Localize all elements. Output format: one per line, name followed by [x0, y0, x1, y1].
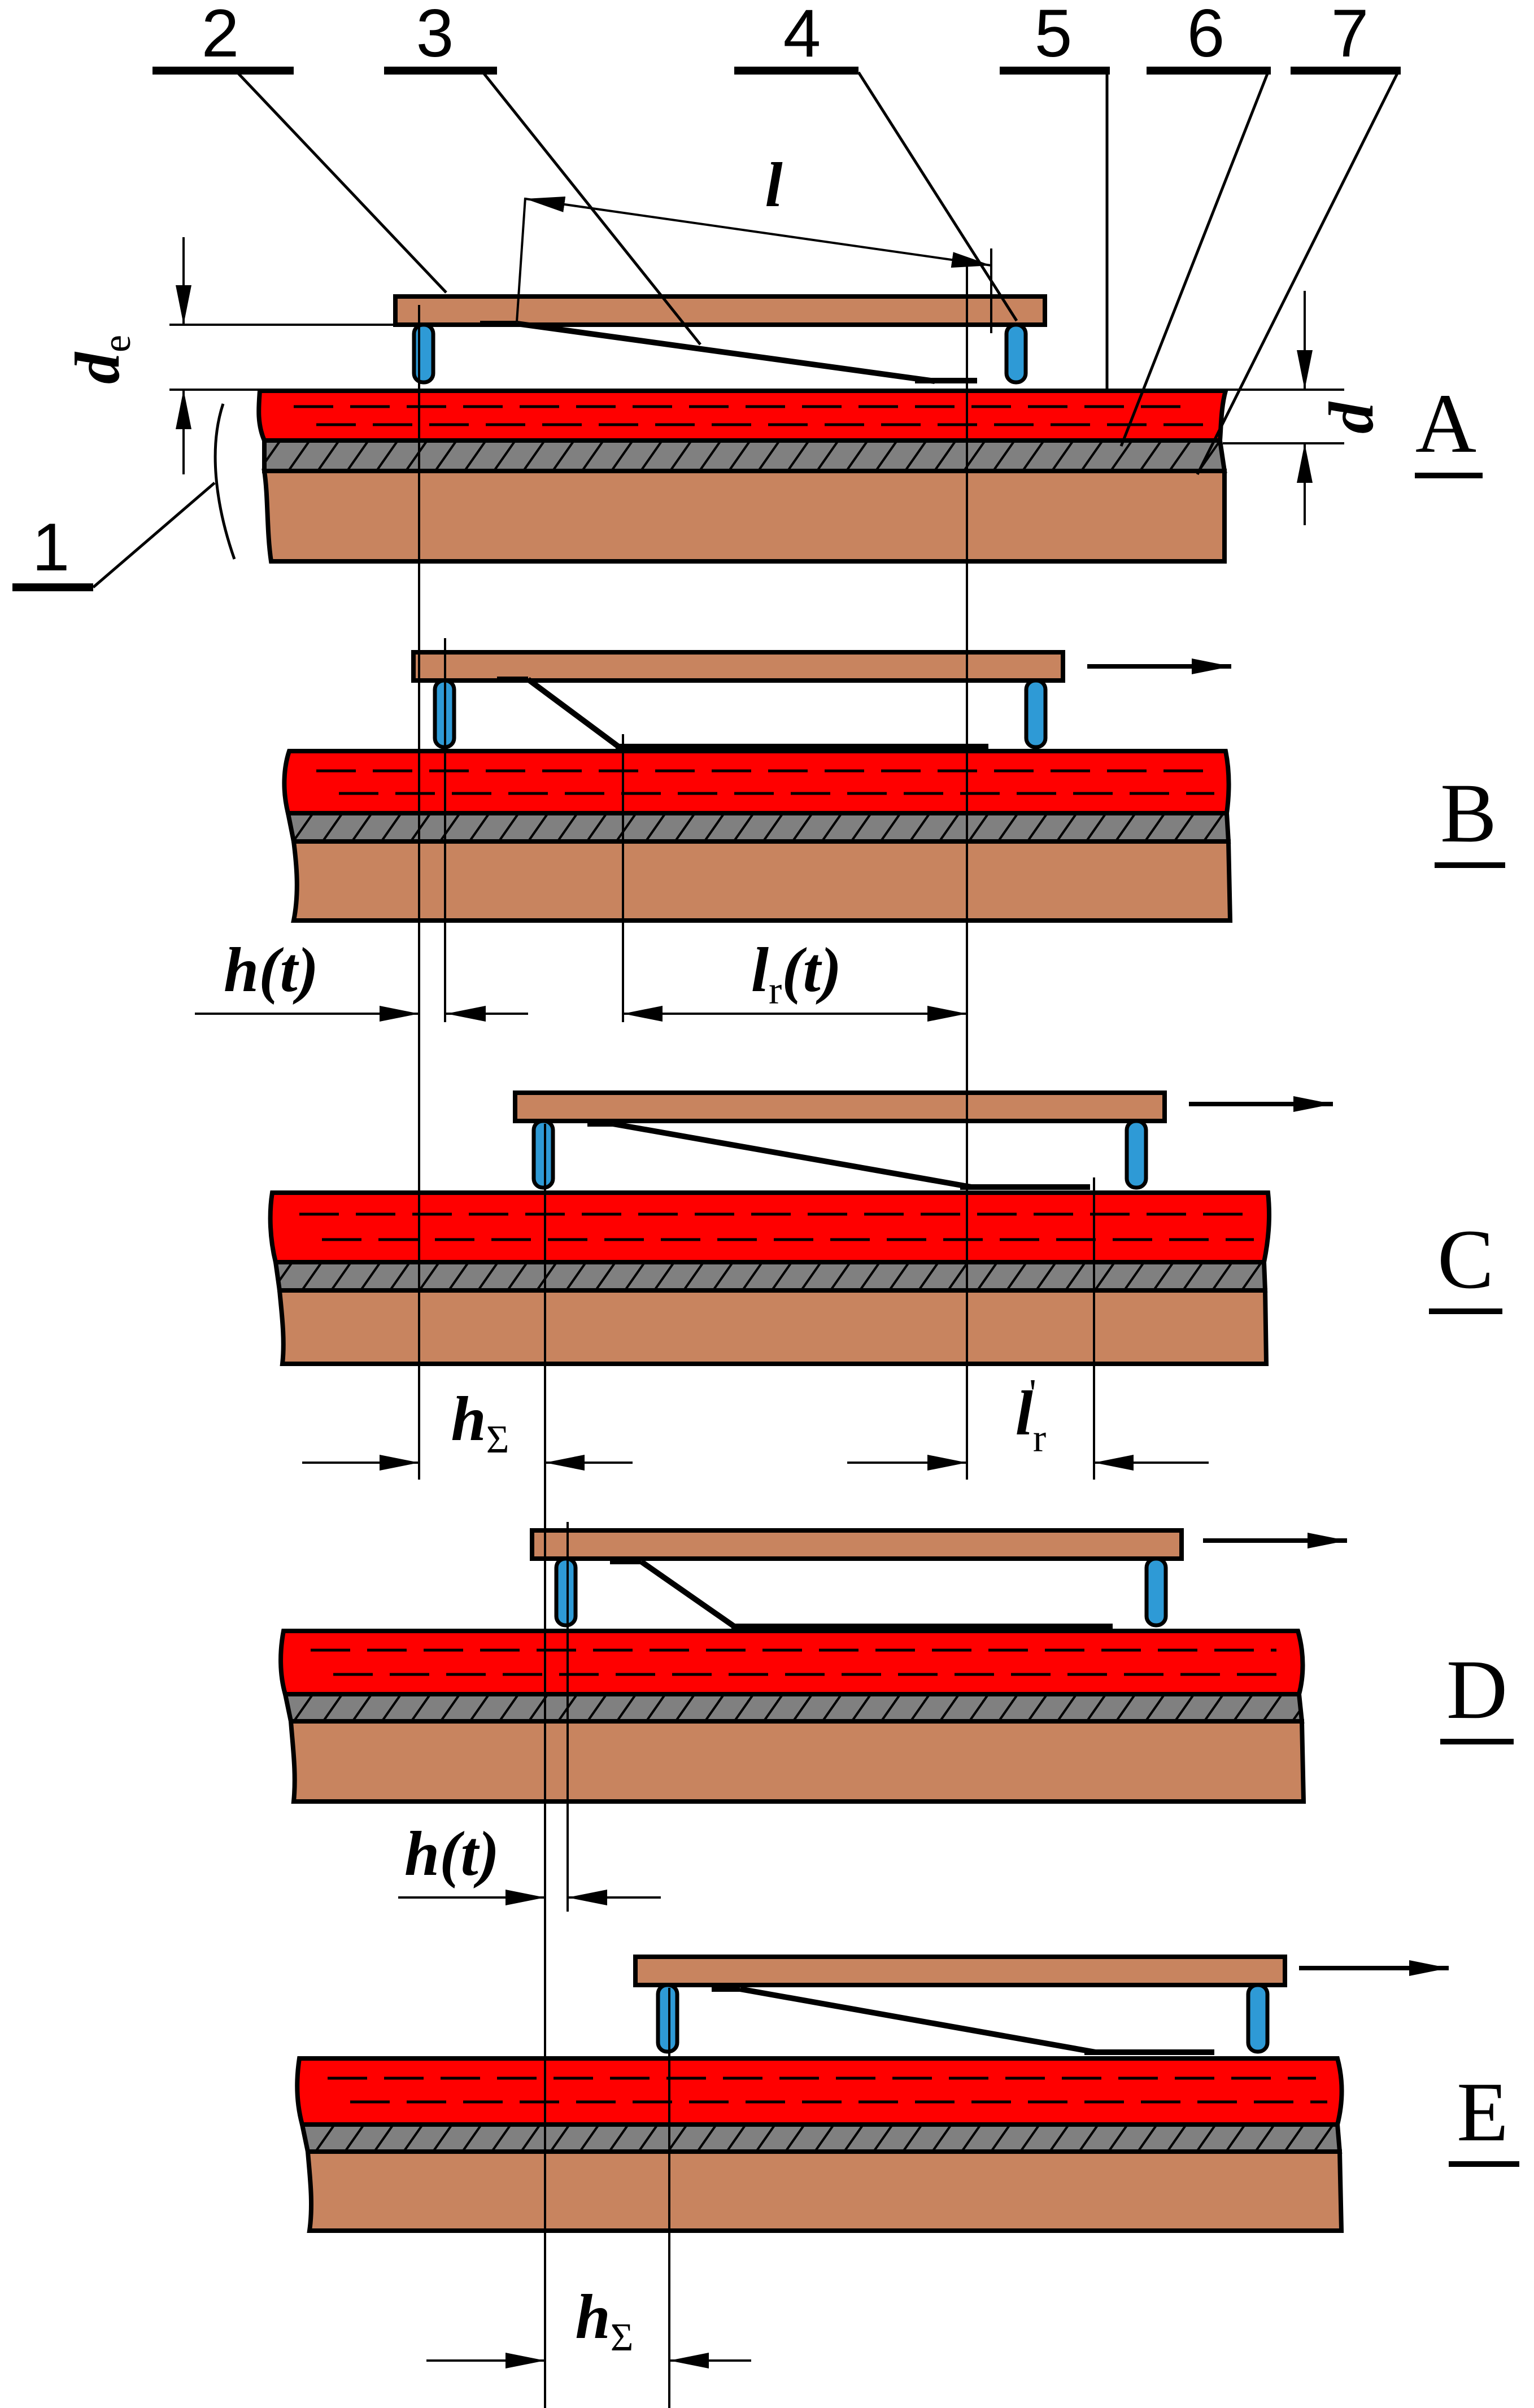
dim-ht-d-label: h(t)	[404, 1819, 499, 1889]
wiper-e	[633, 1955, 1287, 2055]
dim-lrt-tail: (t)	[782, 935, 842, 1005]
dim-hsigma-c-main: h	[451, 1384, 486, 1454]
liquid-dashes-e	[328, 2077, 1327, 2104]
stage-label-b: B	[1440, 766, 1497, 860]
dim-de-main: d	[63, 351, 133, 384]
wiper-plate-c	[513, 1090, 1167, 1123]
dim-lrprime-main: l	[1016, 1379, 1033, 1449]
dim-l-label: l	[765, 150, 782, 220]
dim-lrprime-sup: '	[1029, 1372, 1036, 1415]
label-6: 6	[1187, 0, 1225, 71]
substrate-a	[262, 469, 1227, 564]
stack-e	[295, 2056, 1344, 2233]
dim-hsigma-e-sub: Σ	[611, 2316, 634, 2359]
dim-de-sub: e	[95, 335, 139, 352]
wiper-a	[393, 294, 1047, 385]
stage-label-e: E	[1457, 2065, 1509, 2159]
label-5: 5	[1035, 0, 1073, 71]
interlayer-d	[282, 1692, 1305, 1724]
label-4: 4	[783, 0, 821, 71]
dim-lrt-sub: r	[769, 969, 782, 1013]
liquid-b	[282, 749, 1231, 815]
wiper-d	[530, 1528, 1184, 1629]
support-right-e	[1246, 1983, 1270, 2054]
support-right-d	[1144, 1556, 1168, 1628]
leader-1	[92, 482, 216, 588]
dim-de	[169, 237, 395, 474]
support-left-a	[412, 322, 435, 385]
dim-d	[1223, 291, 1344, 525]
stage-label-c: C	[1437, 1212, 1494, 1306]
stage-label-a: A	[1415, 377, 1476, 470]
dim-lrt-main: l	[751, 935, 769, 1005]
liquid-dashes-d	[311, 1648, 1288, 1676]
liquid-a	[256, 389, 1229, 443]
wiper-plate-a	[393, 294, 1047, 327]
label-7: 7	[1331, 0, 1369, 71]
dim-ht-b-label: h(t)	[224, 935, 319, 1005]
liquid-e	[295, 2056, 1344, 2127]
stack-d	[278, 1629, 1306, 1804]
blade-slope-e	[739, 1986, 1096, 2055]
dim-l	[516, 197, 992, 333]
dim-hsigma-c-label: hΣ	[451, 1384, 509, 1462]
wiper-plate-e	[633, 1955, 1287, 1987]
wiper-plate-b	[411, 650, 1065, 683]
interlayer-a	[262, 438, 1227, 473]
leader-1-arc	[213, 403, 236, 560]
support-left-e	[656, 1983, 679, 2054]
support-left-c	[531, 1119, 555, 1190]
support-right-c	[1125, 1119, 1148, 1190]
dim-lrt-label: lr(t)	[751, 935, 842, 1013]
support-right-a	[1004, 322, 1028, 385]
leader-2	[236, 71, 447, 294]
wiper-plate-d	[530, 1528, 1184, 1561]
dim-lrprime-sub: r	[1033, 1417, 1046, 1460]
liquid-d	[278, 1629, 1305, 1696]
substrate-b	[291, 839, 1233, 923]
label-3: 3	[416, 0, 454, 71]
dim-de-label: de	[63, 335, 139, 384]
support-right-b	[1024, 678, 1048, 749]
reference-lines	[418, 265, 1095, 2408]
support-left-d	[554, 1556, 578, 1628]
component-labels: 1 2 3 4 5 6 7	[32, 0, 1369, 585]
dim-d-label: d	[1317, 401, 1387, 434]
leader-7	[1196, 71, 1400, 476]
blade-slope-d	[639, 1559, 736, 1629]
stage-label-d: D	[1446, 1643, 1507, 1737]
liquid-dashes-a	[294, 405, 1209, 426]
substrate-e	[305, 2149, 1344, 2233]
blade-slope-c	[612, 1121, 972, 1190]
blade-slope-a	[516, 321, 935, 384]
stack-c	[268, 1190, 1271, 1366]
dim-hsigma-c-sub: Σ	[486, 1418, 509, 1462]
dim-hsigma-e-label: hΣ	[575, 2282, 633, 2359]
dim-hsigma-e-main: h	[575, 2282, 610, 2352]
leader-4	[857, 71, 1018, 322]
interlayer-c	[273, 1260, 1268, 1293]
blade-slope-b	[526, 677, 620, 749]
stage-labels: A B C D E	[1415, 377, 1519, 2167]
substrate-c	[277, 1288, 1269, 1366]
substrate-d	[288, 1719, 1306, 1804]
liquid-dashes-b	[316, 769, 1214, 795]
label-bars	[12, 67, 1401, 591]
interlayer-e	[299, 2122, 1343, 2154]
interlayer-b	[285, 811, 1231, 844]
label-2: 2	[202, 0, 239, 71]
liquid-c	[268, 1190, 1271, 1264]
motion-arrows	[1087, 658, 1449, 1976]
dim-lrprime-label: lr'	[1016, 1372, 1046, 1460]
stack-b	[282, 749, 1233, 923]
leader-6	[1119, 72, 1270, 447]
stack-a	[256, 389, 1229, 564]
label-1: 1	[32, 509, 70, 585]
wiper-b	[411, 650, 1065, 749]
wiper-c	[513, 1090, 1167, 1190]
liquid-dashes-c	[299, 1212, 1254, 1241]
